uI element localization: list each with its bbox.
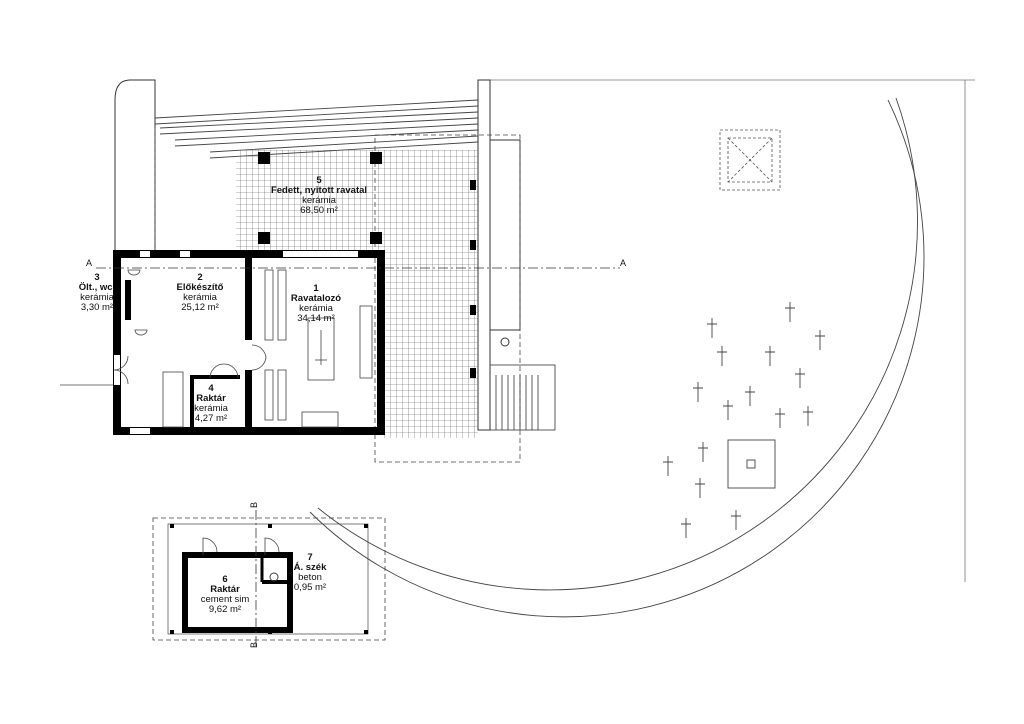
room-label-1: 1 Ravatalozó kerámia 34,14 m²	[291, 284, 341, 324]
room-material: beton	[298, 572, 322, 583]
grave-cross-icon	[681, 518, 691, 538]
room-number: 7	[307, 552, 313, 563]
room-label-5: 5 Fedett, nyitott ravatal kerámia 68,50 …	[271, 176, 367, 216]
interior-fixtures	[60, 269, 373, 428]
grave-cross-icon	[717, 346, 727, 366]
grave-cross-icon	[765, 346, 775, 366]
pergola-beams	[154, 99, 479, 159]
grave-cross-icon	[745, 386, 755, 406]
grave-cross-icon	[693, 382, 703, 402]
section-mark-b-top: B	[249, 501, 260, 509]
room-number: 6	[222, 574, 228, 585]
room-area: 9,62 m²	[208, 604, 242, 615]
room-label-7: 7 Á. szék beton 0,95 m²	[294, 553, 327, 593]
room-area: 34,14 m²	[297, 313, 335, 324]
main-building-walls	[113, 250, 385, 435]
monument-square-top	[719, 129, 781, 191]
grave-cross-icon	[803, 406, 813, 426]
grave-cross-icon	[707, 318, 717, 338]
room-name: Raktár	[196, 393, 226, 404]
site-boundary	[480, 79, 975, 582]
grave-cross-icon	[795, 368, 805, 388]
curved-wall-left	[114, 79, 156, 250]
room-name: Ravatalozó	[290, 293, 342, 304]
grave-cross-icon	[663, 456, 673, 476]
room-number: 1	[313, 283, 319, 294]
room-number: 3	[94, 272, 100, 283]
room-label-4: 4 Raktár kerámia 4,27 m²	[194, 384, 228, 424]
section-mark-a-left: A	[86, 258, 93, 268]
stairs	[489, 364, 556, 431]
section-mark-b-bottom: B	[249, 641, 260, 649]
canopy-columns	[258, 152, 476, 378]
room-name: Előkészítő	[176, 282, 224, 293]
room-name: Raktár	[210, 584, 240, 595]
grave-cross-icon	[775, 408, 785, 428]
grave-cross-icon	[815, 330, 825, 350]
room-label-6: 6 Raktár cement sim 9,62 m²	[201, 575, 250, 615]
room-material: kerámia	[299, 303, 333, 314]
monument-square-center	[727, 439, 776, 489]
room-material: kerámia	[80, 292, 114, 303]
room-area: 0,95 m²	[293, 582, 327, 593]
room-material: kerámia	[183, 292, 217, 303]
room-number: 4	[208, 383, 214, 394]
room-label-3: 3 Ölt., wc. kerámia 3,30 m²	[79, 273, 115, 313]
room-area: 68,50 m²	[300, 205, 338, 216]
roof-outline	[374, 134, 521, 463]
room-material: cement sim	[200, 594, 250, 605]
room-name: Ölt., wc.	[78, 282, 116, 293]
grave-cross-icon	[731, 510, 741, 530]
room-area: 25,12 m²	[181, 302, 219, 313]
room-number: 5	[316, 175, 322, 186]
grave-cross-icon	[723, 400, 733, 420]
cemetery-arc	[309, 97, 925, 618]
room-area: 4,27 m²	[194, 413, 228, 424]
room-name: Fedett, nyitott ravatal	[270, 185, 368, 196]
room-name: Á. szék	[293, 562, 327, 573]
tiled-terrace	[236, 150, 478, 438]
grave-cross-icon	[698, 442, 708, 462]
section-mark-a-right: A	[620, 258, 627, 268]
room-area: 3,30 m²	[80, 302, 114, 313]
room-label-2: 2 Előkészítő kerámia 25,12 m²	[177, 273, 224, 313]
room-material: kerámia	[194, 403, 228, 414]
outbuilding	[152, 510, 386, 648]
grave-cross-icon	[695, 478, 705, 498]
grave-cross-icon	[785, 302, 795, 322]
room-number: 2	[197, 272, 203, 283]
room-material: kerámia	[302, 195, 336, 206]
grave-crosses	[663, 302, 825, 538]
